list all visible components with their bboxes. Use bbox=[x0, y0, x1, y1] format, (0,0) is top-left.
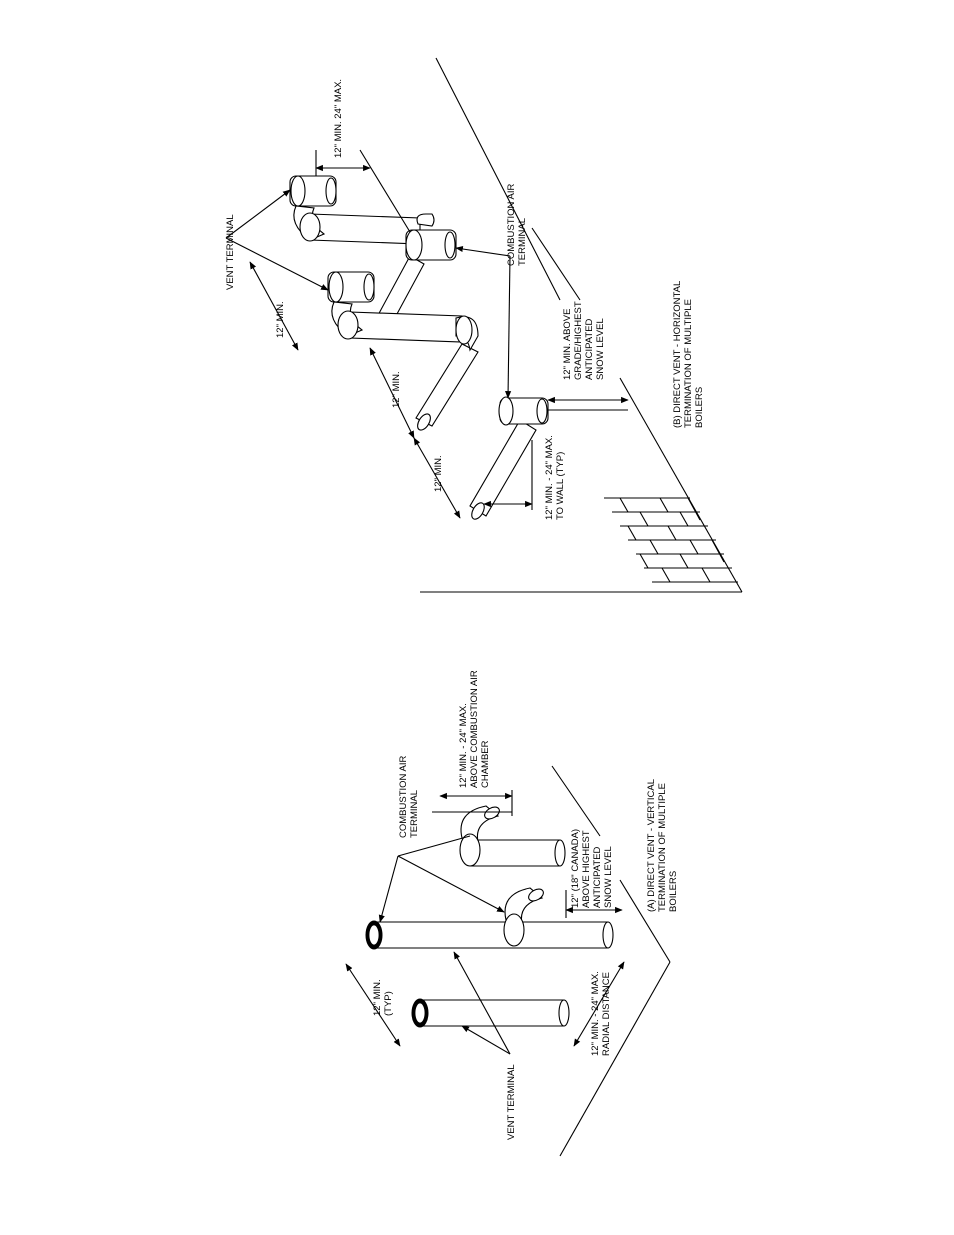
label-above-snow: 12" (18" CANADA) ABOVE HIGHEST ANTICIPAT… bbox=[570, 829, 614, 908]
svg-text:CHAMBER: CHAMBER bbox=[480, 740, 491, 788]
svg-text:ABOVE COMBUSTION AIR: ABOVE COMBUSTION AIR bbox=[469, 670, 480, 788]
svg-text:TERMINAL: TERMINAL bbox=[517, 218, 528, 266]
figure-a-vertical: COMBUSTION AIR TERMINAL 12" MIN. - 24" M… bbox=[345, 670, 679, 1157]
svg-text:BOILERS: BOILERS bbox=[668, 871, 679, 912]
vent-terminal-pipe-long bbox=[365, 920, 614, 950]
svg-text:SNOW LEVEL: SNOW LEVEL bbox=[595, 318, 606, 380]
label-vent-terminal-a: VENT TERMINAL bbox=[506, 1064, 517, 1140]
svg-text:(A) DIRECT VENT - VERTICAL: (A) DIRECT VENT - VERTICAL bbox=[646, 779, 657, 912]
roof-leader-top bbox=[551, 765, 601, 837]
brick-wall-pattern bbox=[604, 497, 738, 583]
svg-text:12" MIN. - 24" MAX.: 12" MIN. - 24" MAX. bbox=[458, 703, 469, 788]
roof-edge-right bbox=[619, 879, 671, 963]
label-to-wall: 12" MIN. - 24" MAX. TO WALL (TYP) bbox=[544, 435, 566, 520]
svg-text:12" MIN. - 24" MAX.: 12" MIN. - 24" MAX. bbox=[544, 435, 555, 520]
label-radial: 12" MIN. - 24" MAX. RADIAL DISTANCE bbox=[590, 971, 612, 1056]
svg-text:BOILERS: BOILERS bbox=[694, 387, 705, 428]
label-above-grade: 12" MIN. ABOVE GRADE/HIGHEST ANTICIPATED… bbox=[562, 301, 606, 380]
svg-text:TO WALL (TYP): TO WALL (TYP) bbox=[555, 452, 566, 520]
svg-text:COMBUSTION AIR: COMBUSTION AIR bbox=[398, 756, 409, 838]
label-combustion-air-terminal-a: COMBUSTION AIR TERMINAL bbox=[398, 756, 420, 838]
svg-text:RADIAL DISTANCE: RADIAL DISTANCE bbox=[601, 972, 612, 1056]
combustion-air-pipe-2 bbox=[459, 805, 566, 867]
combustion-air-pipe-lower bbox=[469, 396, 549, 520]
label-dim-top: 12" MIN. 24" MAX. bbox=[333, 79, 344, 158]
vent-pipe-upper-2 bbox=[327, 271, 463, 343]
vent-pipe-upper-1 bbox=[289, 175, 421, 245]
figure-a-leaders bbox=[378, 835, 511, 1055]
caption-figure-b: (B) DIRECT VENT - HORIZONTAL TERMINATION… bbox=[672, 281, 705, 428]
vent-terminal-pipe-short bbox=[411, 998, 570, 1028]
combustion-air-elbow-1 bbox=[503, 887, 544, 947]
svg-text:12" MIN.: 12" MIN. bbox=[372, 979, 383, 1016]
svg-text:GRADE/HIGHEST: GRADE/HIGHEST bbox=[573, 301, 584, 380]
svg-text:TERMINATION OF MULTIPLE: TERMINATION OF MULTIPLE bbox=[657, 783, 668, 912]
combustion-air-pipe-upper-2 bbox=[415, 315, 479, 431]
svg-text:12" MIN. ABOVE: 12" MIN. ABOVE bbox=[562, 309, 573, 380]
svg-text:TERMINAL: TERMINAL bbox=[409, 790, 420, 838]
svg-text:TERMINATION OF MULTIPLE: TERMINATION OF MULTIPLE bbox=[683, 299, 694, 428]
wall-leader bbox=[531, 227, 581, 301]
svg-text:12" MIN. - 24" MAX.: 12" MIN. - 24" MAX. bbox=[590, 971, 601, 1056]
svg-text:(B) DIRECT VENT - HORIZONTAL: (B) DIRECT VENT - HORIZONTAL bbox=[672, 281, 683, 428]
svg-text:12" (18" CANADA): 12" (18" CANADA) bbox=[570, 829, 581, 908]
wall-edge-top bbox=[435, 57, 561, 301]
figure-b-leaders bbox=[225, 189, 512, 399]
svg-text:ABOVE HIGHEST: ABOVE HIGHEST bbox=[581, 830, 592, 908]
caption-figure-a: (A) DIRECT VENT - VERTICAL TERMINATION O… bbox=[646, 779, 679, 912]
svg-text:COMBUSTION AIR: COMBUSTION AIR bbox=[506, 184, 517, 266]
label-dim-min-3: 12" MIN. bbox=[433, 455, 444, 492]
svg-text:ANTICIPATED: ANTICIPATED bbox=[584, 318, 595, 380]
svg-text:ANTICIPATED: ANTICIPATED bbox=[592, 846, 603, 908]
figure-b-dimensions bbox=[249, 149, 629, 519]
svg-text:SNOW LEVEL: SNOW LEVEL bbox=[603, 846, 614, 908]
wall-edge-bottom bbox=[619, 377, 743, 593]
svg-text:(TYP): (TYP) bbox=[383, 991, 394, 1016]
label-dim-min-2: 12" MIN. bbox=[391, 371, 402, 408]
roof-edge-bottom bbox=[559, 961, 671, 1157]
label-dim-typ: 12" MIN. (TYP) bbox=[372, 979, 394, 1016]
label-dim-min-1: 12" MIN. bbox=[275, 301, 286, 338]
label-combustion-air-terminal-b: COMBUSTION AIR TERMINAL bbox=[506, 184, 528, 266]
figure-a-dimensions bbox=[345, 790, 625, 1047]
label-vent-terminal-b: VENT TERMINAL bbox=[225, 214, 236, 290]
label-above-chamber: 12" MIN. - 24" MAX. ABOVE COMBUSTION AIR… bbox=[458, 670, 491, 788]
figure-b-horizontal: VENT TERMINAL 12" MIN. 24" MAX. 12" MIN.… bbox=[225, 57, 743, 593]
